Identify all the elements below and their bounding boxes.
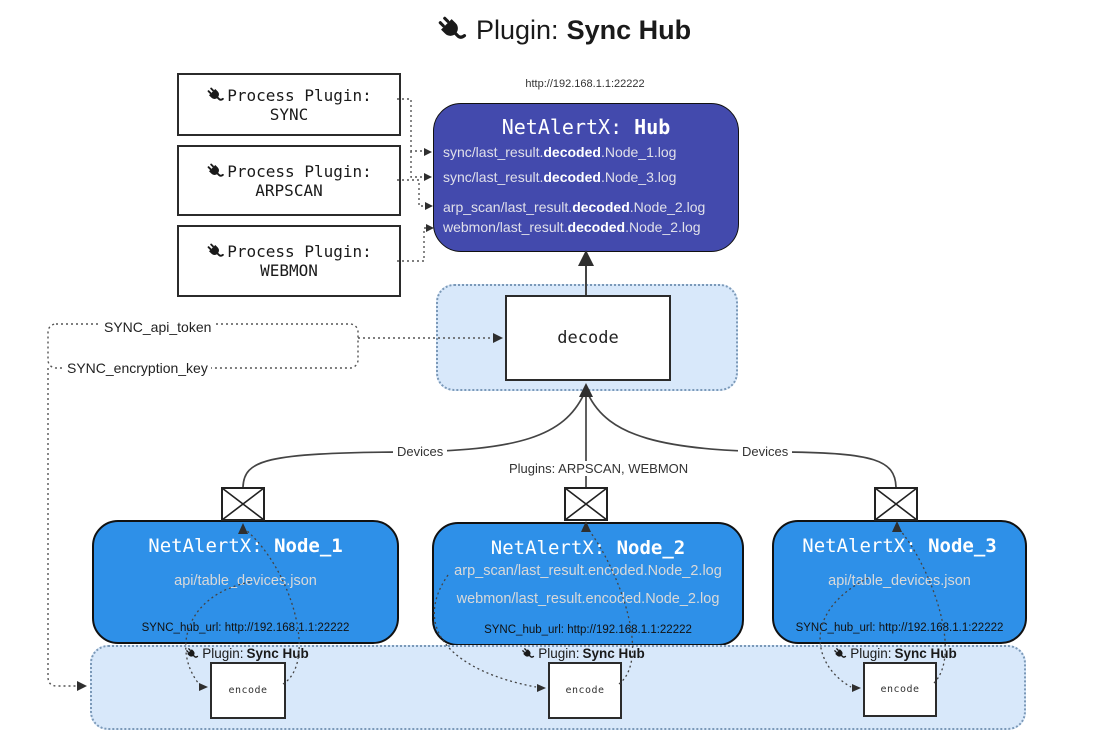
node-file: api/table_devices.json xyxy=(174,573,317,589)
edge-arpscan-plugin-to-hub xyxy=(397,179,426,207)
hub-log-line: arp_scan/last_result.decoded.Node_2.log xyxy=(443,199,706,215)
plug-icon xyxy=(206,86,225,105)
plug-icon xyxy=(833,647,847,661)
hub-title-prefix: NetAlertX: xyxy=(501,115,623,139)
plug-icon xyxy=(436,14,468,46)
sync-api-token-label: SYNC_api_token xyxy=(101,319,215,335)
edge-webmon-plugin-to-hub xyxy=(397,227,427,262)
process-plugin-label: Process Plugin: xyxy=(227,161,372,181)
node-file: webmon/last_result.encoded.Node_2.log xyxy=(456,591,720,607)
encode-box: encode xyxy=(863,662,937,717)
edge-sync-plugin-to-hub xyxy=(397,98,424,152)
plug-icon xyxy=(206,242,225,261)
encoder-plugin-label: Plugin: Sync Hub xyxy=(518,646,648,661)
plug-icon xyxy=(521,647,535,661)
process-plugin-webmon: Process Plugin: WEBMON xyxy=(177,225,401,297)
hub-url-label: http://192.168.1.1:22222 xyxy=(525,78,645,90)
edge-settings-to-encoders xyxy=(47,368,78,687)
process-plugin-sync: Process Plugin: SYNC xyxy=(177,73,401,136)
process-plugin-label: Process Plugin: xyxy=(227,242,372,261)
plug-icon xyxy=(206,162,225,181)
envelope-icon xyxy=(564,487,608,521)
node-title: NetAlertX: Node_2 xyxy=(490,537,686,559)
process-plugin-label: Process Plugin: xyxy=(227,85,372,105)
sync-encryption-key-label: SYNC_encryption_key xyxy=(64,360,211,376)
node-3-box: NetAlertX: Node_3 api/table_devices.json… xyxy=(772,520,1027,644)
node-2-box: NetAlertX: Node_2 arp_scan/last_result.e… xyxy=(432,522,744,646)
process-plugin-name: SYNC xyxy=(269,104,309,124)
node-hub-url: SYNC_hub_url: http://192.168.1.1:22222 xyxy=(141,622,350,634)
hub-log-line: sync/last_result.decoded.Node_3.log xyxy=(443,169,677,185)
page-title-prefix: Plugin: xyxy=(476,14,559,45)
process-plugin-name: WEBMON xyxy=(260,261,318,280)
decode-box: decode xyxy=(505,295,671,381)
encode-box: encode xyxy=(548,662,622,719)
node-file: arp_scan/last_result.encoded.Node_2.log xyxy=(454,563,722,579)
process-plugin-arpscan: Process Plugin: ARPSCAN xyxy=(177,145,401,216)
hub-title: NetAlertX: Hub xyxy=(434,115,738,139)
node-file: api/table_devices.json xyxy=(828,573,971,589)
plug-icon xyxy=(185,647,199,661)
encoder-plugin-label: Plugin: Sync Hub xyxy=(182,646,312,661)
node-title: NetAlertX: Node_3 xyxy=(802,535,997,557)
hub-box: NetAlertX: Hub sync/last_result.decoded.… xyxy=(433,103,739,252)
encode-box: encode xyxy=(210,662,286,719)
envelope-icon xyxy=(221,487,265,521)
hub-title-name: Hub xyxy=(634,115,671,139)
node-hub-url: SYNC_hub_url: http://192.168.1.1:22222 xyxy=(795,622,1004,634)
edge-label-plugins: Plugins: ARPSCAN, WEBMON xyxy=(505,461,693,476)
encoder-plugin-label: Plugin: Sync Hub xyxy=(830,646,960,661)
envelope-icon xyxy=(874,487,918,521)
page-title: Plugin: Sync Hub xyxy=(436,14,691,46)
edge-label-devices-left: Devices xyxy=(393,444,448,459)
node-1-box: NetAlertX: Node_1 api/table_devices.json… xyxy=(92,520,399,644)
page-title-name: Sync Hub xyxy=(566,14,692,45)
node-title: NetAlertX: Node_1 xyxy=(148,535,343,557)
edge-label-devices-right: Devices xyxy=(738,444,793,459)
process-plugin-name: ARPSCAN xyxy=(255,180,323,200)
edge-sync-plugin-to-hub-2 xyxy=(410,151,424,178)
hub-log-line: webmon/last_result.decoded.Node_2.log xyxy=(443,219,701,235)
node-hub-url: SYNC_hub_url: http://192.168.1.1:22222 xyxy=(484,624,692,636)
hub-log-line: sync/last_result.decoded.Node_1.log xyxy=(443,144,677,160)
